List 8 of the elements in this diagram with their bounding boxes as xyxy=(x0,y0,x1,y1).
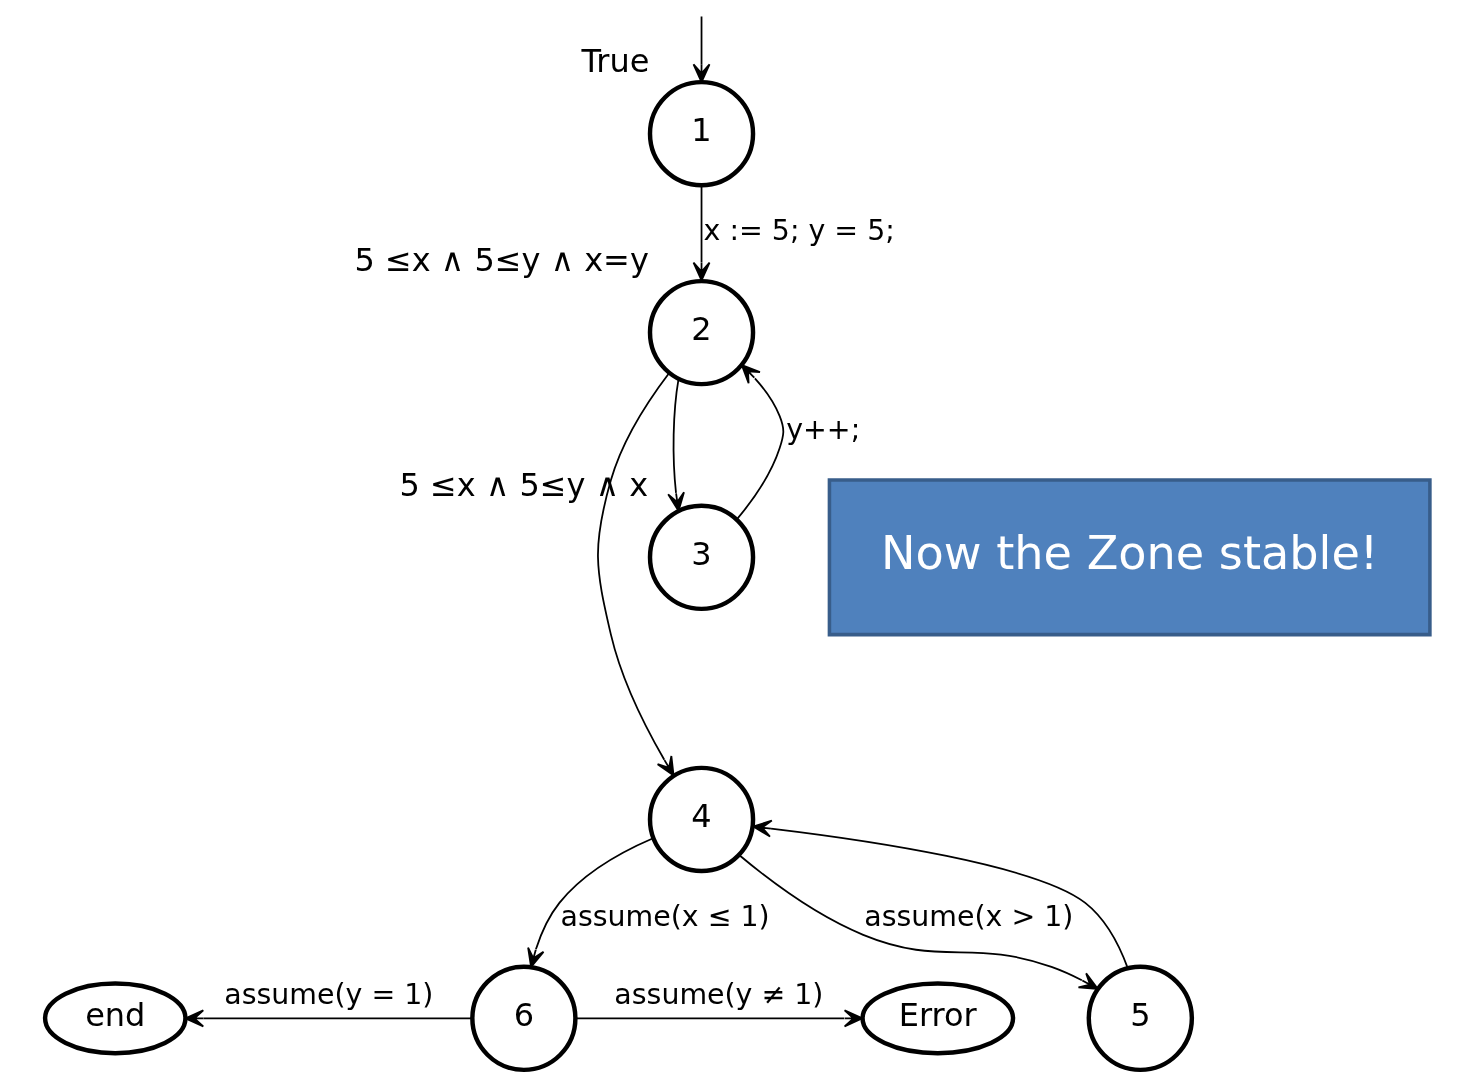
edge-label: assume(x > 1) xyxy=(863,899,1073,933)
edge-label: x := 5; y = 5; xyxy=(703,213,895,247)
edge-label: assume(y = 1) xyxy=(223,977,433,1011)
node-label: 5 ≤x ∧ 5≤y ∧ x=y xyxy=(354,241,649,280)
edge-label: assume(x ≤ 1) xyxy=(560,899,770,933)
node-label: True xyxy=(580,42,649,81)
edge-label: y++; xyxy=(785,412,860,446)
edge-label: assume(y ≠ 1) xyxy=(613,977,823,1011)
